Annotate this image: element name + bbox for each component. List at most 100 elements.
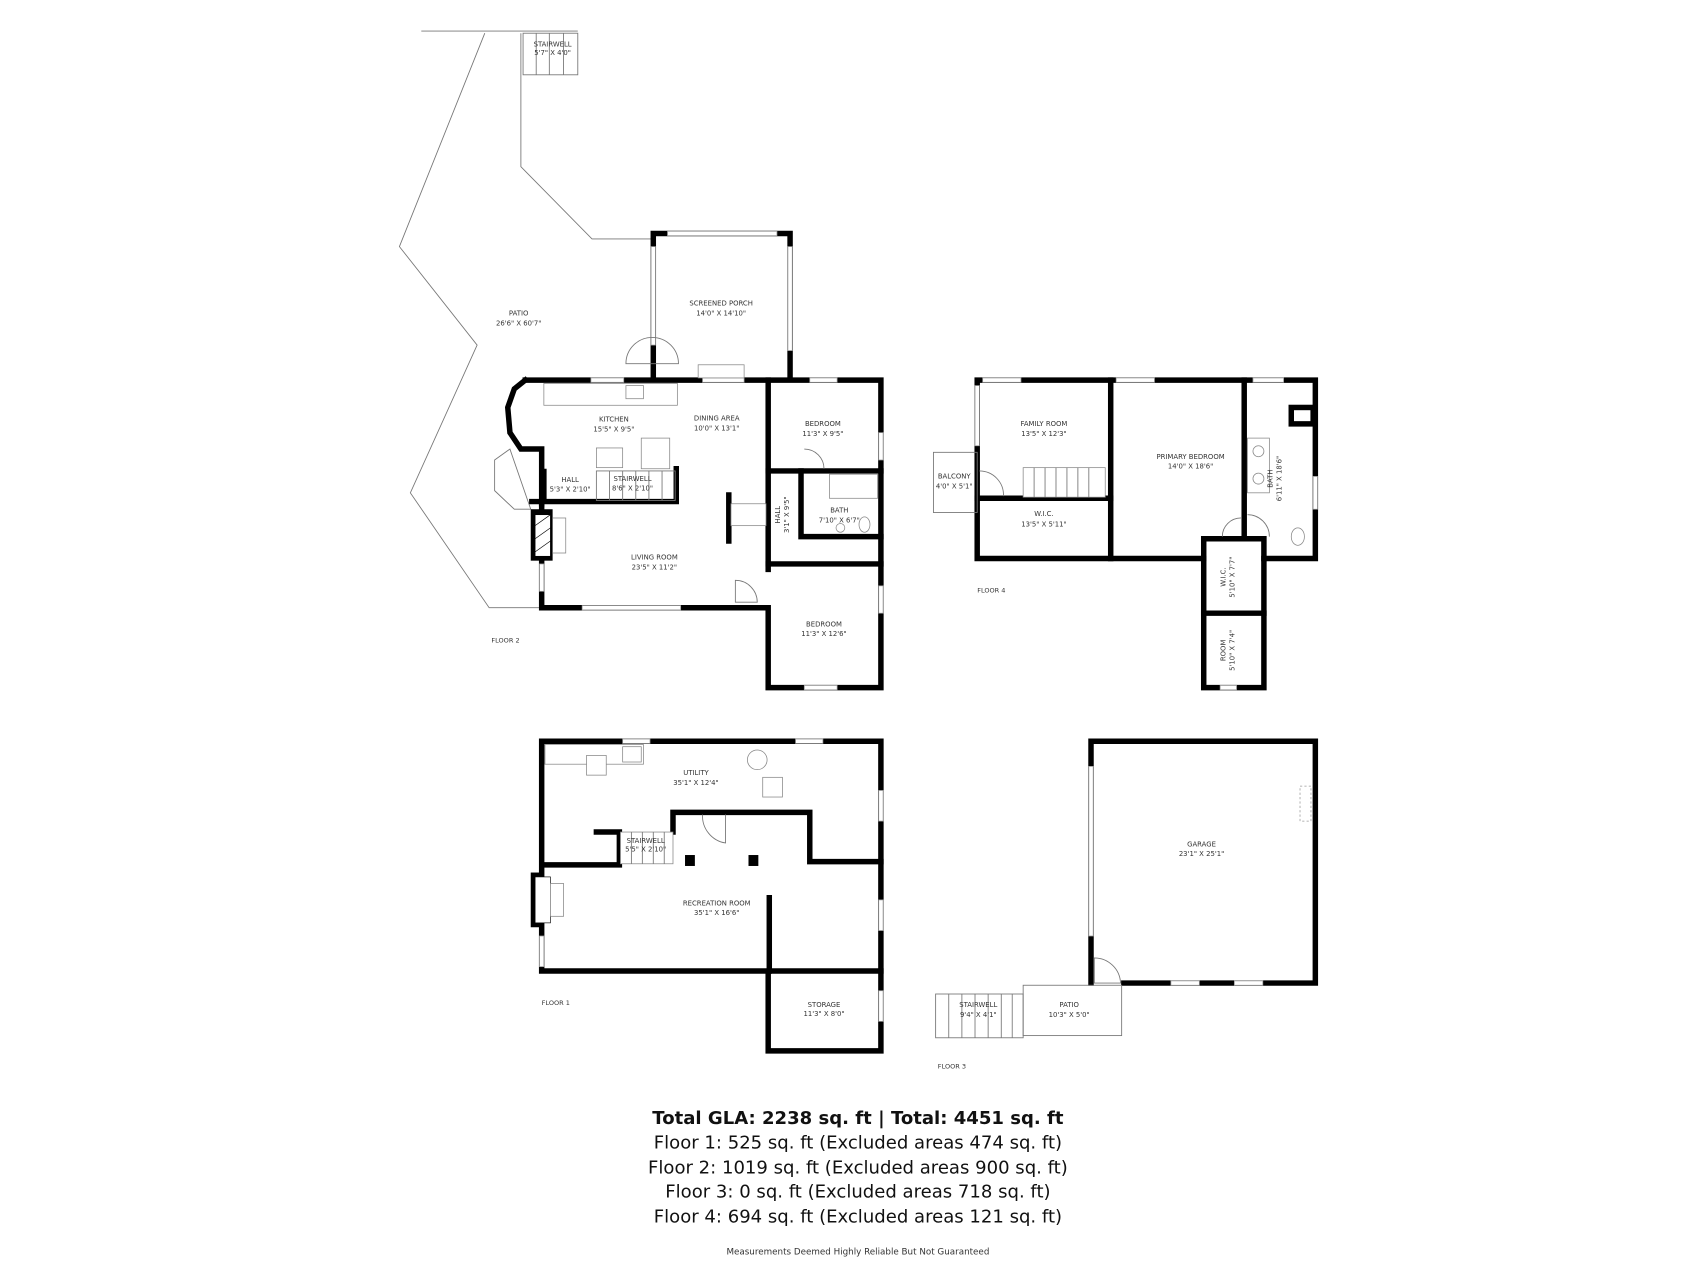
room-name: PATIO: [509, 310, 529, 318]
floor-1-area: Floor 1: 525 sq. ft (Excluded areas 474 …: [654, 1132, 1062, 1153]
room-dims: 5'10" X 7'7": [1228, 557, 1236, 598]
washer: [586, 755, 607, 776]
room-dims: 7'10" X 6'7": [819, 516, 860, 524]
door-swing: [1093, 957, 1122, 984]
window: [650, 246, 656, 346]
floor-4-area: Floor 4: 694 sq. ft (Excluded areas 121 …: [654, 1207, 1062, 1228]
wall: [670, 809, 884, 865]
room-name: DINING AREA: [694, 415, 740, 423]
window: [667, 230, 778, 237]
room-dims: 6'11" X 18'6": [1275, 456, 1283, 501]
sink: [1252, 472, 1265, 485]
stair-treads: [1033, 467, 1090, 498]
room-name: PRIMARY BEDROOM: [1156, 453, 1224, 461]
window: [974, 385, 980, 447]
room-name: ROOM: [1220, 640, 1228, 662]
room-dims: 11'3" X 8'0": [803, 1010, 844, 1018]
bay-window-outline: [494, 448, 532, 510]
floor-3-area: Floor 3: 0 sq. ft (Excluded areas 718 sq…: [665, 1182, 1050, 1203]
room-dims: 23'5" X 11'2": [632, 563, 677, 571]
floor-label: FLOOR 1: [542, 999, 570, 1007]
window: [1312, 476, 1318, 510]
room-dims: 3'1" X 9'5": [783, 496, 791, 533]
room-dims: 11'3" X 12'6": [801, 630, 846, 638]
window: [878, 990, 884, 1022]
column: [685, 855, 695, 866]
room-dims: 35'1" X 16'6": [694, 909, 739, 917]
room-name: STAIRWELL: [534, 40, 572, 48]
area-summary: Total GLA: 2238 sq. ft | Total: 4451 sq.…: [648, 1108, 1068, 1257]
room-name: KITCHEN: [599, 416, 629, 424]
wic-walls: [1200, 536, 1267, 562]
window: [1170, 980, 1200, 986]
window: [878, 585, 884, 614]
window: [622, 738, 651, 744]
stair-treads: [630, 832, 665, 864]
door-swing: [804, 448, 825, 469]
floor-label: FLOOR 4: [977, 586, 1005, 594]
garage-door: [1088, 766, 1094, 937]
patio-outline-left: [398, 33, 542, 609]
window: [539, 563, 545, 592]
room-name: BATH: [830, 507, 848, 515]
bathtub: [829, 473, 879, 499]
sink: [1252, 445, 1265, 458]
toilet: [858, 516, 871, 533]
room-dims: 10'3" X 5'0": [1049, 1011, 1090, 1019]
main-walls: [522, 377, 884, 691]
room-dims: 14'0" X 14'10": [696, 310, 746, 318]
outer-walls: [974, 377, 1319, 691]
fireplace-hearth: [534, 876, 551, 924]
kitchen-counter: [543, 383, 678, 406]
hearth-pad: [550, 883, 564, 917]
window: [878, 899, 884, 931]
room-name: HALL: [774, 506, 782, 524]
closet: [730, 503, 767, 527]
shower: [1288, 404, 1316, 427]
french-door: [697, 364, 745, 379]
stair-treads: [609, 470, 663, 501]
window: [581, 605, 682, 611]
garage-walls: [1088, 738, 1319, 986]
room-dims: 13'5" X 12'3": [1021, 430, 1066, 438]
wall: [541, 829, 623, 868]
stairs: [1022, 467, 1106, 498]
room-dims: 13'5" X 5'11": [1021, 521, 1066, 529]
stair-treads: [535, 33, 564, 75]
window: [809, 377, 838, 383]
stove: [596, 447, 624, 469]
window: [702, 377, 745, 383]
room-name: PATIO: [1059, 1001, 1079, 1009]
floor-label: FLOOR 2: [491, 637, 519, 645]
window: [795, 738, 824, 744]
room-label-wic-2: W.I.C.5'10" X 7'7": [1220, 557, 1237, 598]
door-swing: [1221, 517, 1241, 537]
window: [982, 377, 1022, 383]
room-name: UTILITY: [683, 769, 709, 777]
utility-sink: [622, 746, 642, 763]
room-dims: 35'1" X 12'4": [673, 779, 718, 787]
room-dims: 15'5" X 9'5": [593, 426, 634, 434]
furnace: [762, 776, 783, 798]
window: [1233, 980, 1264, 986]
disclaimer: Measurements Deemed Highly Reliable But …: [726, 1247, 989, 1257]
outer-walls: [538, 738, 884, 1054]
hearth-pad: [552, 517, 567, 554]
room-name: W.I.C.: [1034, 510, 1053, 518]
room-name: SCREENED PORCH: [689, 300, 753, 308]
fireplace-hearth: [534, 514, 551, 557]
window: [878, 432, 884, 461]
